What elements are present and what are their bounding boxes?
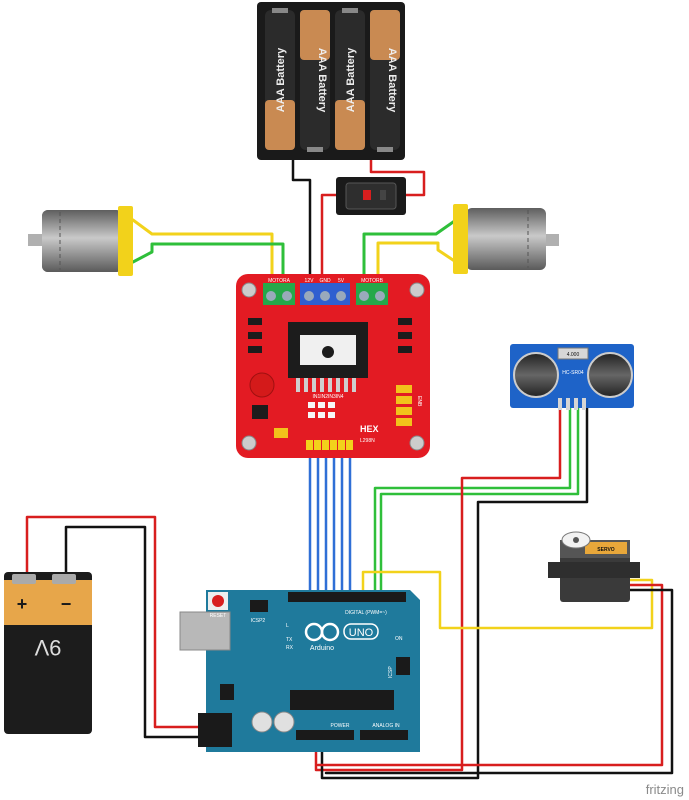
nine-volt-black-wire — [64, 525, 202, 739]
enable-label: ENB — [416, 396, 422, 407]
ultrasonic-green-wire-2 — [379, 406, 580, 598]
led-tx-label: TX — [286, 637, 293, 643]
board-model: UNO — [349, 627, 374, 639]
driver-brand: HEX — [360, 424, 379, 434]
cell-label: AAA Battery — [275, 47, 287, 112]
reset-label: RESET — [210, 613, 227, 619]
pin-gnd-label: GND — [319, 278, 331, 284]
led-l-label: L — [286, 623, 289, 629]
battery-red-wire — [369, 156, 426, 197]
analog-header-label: ANALOG IN — [372, 723, 400, 729]
terminal-left-label: MOTORA — [268, 278, 291, 284]
servo-black-wire — [324, 588, 674, 775]
board-brand: Arduino — [310, 645, 334, 652]
left-motor-yellow-wire — [131, 218, 274, 288]
servo-yellow-wire — [361, 570, 654, 630]
aaa-cell: AAA Battery — [335, 8, 365, 150]
icsp2-label: ICSP2 — [251, 618, 266, 624]
servo-red-wire — [316, 583, 664, 767]
terminal-motor-a: MOTORA — [263, 278, 295, 305]
sensor-model: HC-SR04 — [562, 370, 584, 376]
nine-volt-red-wire — [25, 515, 202, 729]
ultrasonic-black-wire — [320, 406, 589, 780]
ultrasonic-red-wire — [314, 406, 562, 772]
led-rx-label: RX — [286, 645, 294, 651]
led-on-label: ON — [395, 636, 403, 642]
power-header-label: POWER — [331, 723, 350, 729]
minus-terminal-label: − — [61, 594, 72, 614]
motor-driver-board: MOTORA 12V GND 5V MOTORB — [236, 274, 430, 458]
ultrasonic-sensor: 4.000 HC-SR04 — [510, 344, 634, 410]
dc-motor-right — [453, 204, 559, 274]
digital-header-label: DIGITAL (PWM=~) — [345, 610, 387, 616]
battery-voltage-label: 9V — [34, 635, 61, 660]
right-motor-green-wire — [362, 218, 458, 288]
terminal-power: 12V GND 5V — [300, 278, 350, 305]
reset-button[interactable] — [208, 592, 228, 610]
crystal-label: 4.000 — [567, 352, 580, 358]
icsp-label: ICSP — [388, 666, 394, 678]
rocker-switch[interactable] — [336, 177, 406, 215]
aaa-cell: AAA Battery — [300, 10, 330, 152]
dc-motor-left — [28, 206, 133, 276]
logic-pins-label: IN1IN2IN3IN4 — [312, 394, 343, 400]
servo-label: SERVO — [597, 547, 615, 553]
driver-model: L298N — [360, 438, 375, 444]
cell-label: AAA Battery — [345, 47, 357, 112]
switch-red-wire — [320, 193, 340, 285]
plus-terminal-label: + — [17, 594, 28, 614]
right-motor-yellow-wire — [376, 241, 458, 288]
arduino-uno: RESET ICSP2 DIGITAL (PWM=~) UNO Arduino … — [179, 590, 420, 752]
terminal-right-label: MOTORB — [361, 278, 384, 284]
terminal-motor-b: MOTORB — [356, 278, 388, 305]
wires — [25, 156, 674, 780]
aaa-battery-pack: AAA Battery AAA Battery AAA Battery AAA … — [257, 2, 405, 160]
pin-5v-label: 5V — [338, 278, 345, 284]
nine-volt-battery: + − 9V — [4, 572, 92, 734]
pin-12v-label: 12V — [305, 278, 315, 284]
ultrasonic-green-wire-1 — [373, 406, 572, 598]
cell-label: AAA Battery — [386, 48, 398, 113]
arduino-logo — [304, 622, 340, 642]
aaa-cell: AAA Battery — [265, 8, 295, 150]
servo-motor: SERVO — [548, 531, 640, 602]
cell-label: AAA Battery — [316, 48, 328, 113]
fritzing-watermark: fritzing — [646, 782, 684, 797]
left-motor-green-wire — [131, 242, 285, 288]
aaa-cell: AAA Battery — [370, 10, 400, 152]
battery-black-wire — [291, 156, 312, 285]
